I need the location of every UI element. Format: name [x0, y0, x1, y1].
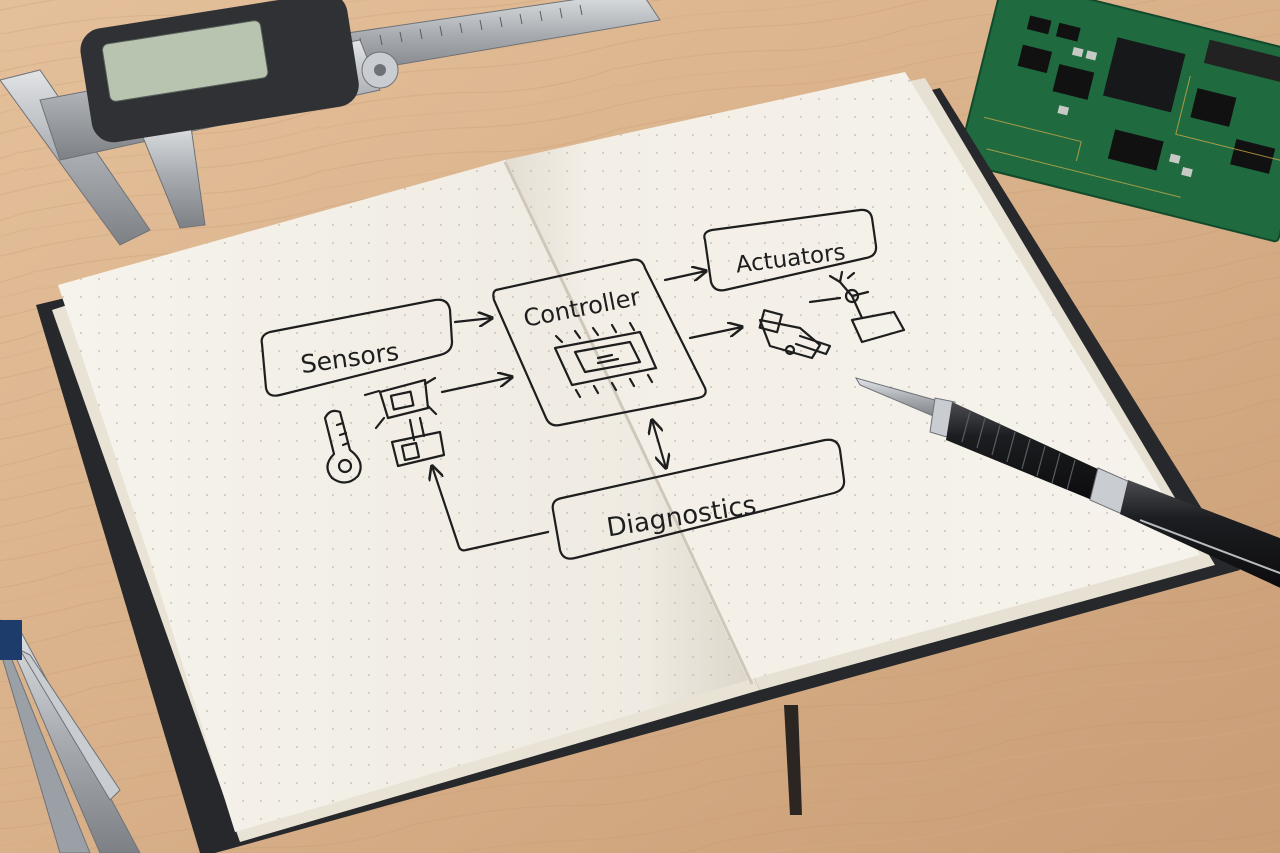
metal-pen-left: [0, 619, 141, 853]
notebook: [36, 72, 1240, 853]
hand-drawn-diagram: Sensors Controller Actuators Diagnostics: [260, 208, 906, 560]
thermometer-icon: [323, 409, 362, 484]
camera-sensor-icon: [363, 376, 438, 430]
robot-arm-icon: [808, 270, 906, 344]
arrow-diagnostics-to-sensors: [432, 466, 550, 552]
arrow-controller-diagnostics: [652, 420, 666, 468]
motor-icon: [758, 309, 832, 360]
arrow-sensor-icons-to-controller: [440, 377, 512, 394]
bookmark-ribbon: [784, 705, 802, 815]
circuit-board: [957, 0, 1280, 243]
microchip-icon: [553, 321, 658, 399]
caliper-display: [101, 20, 269, 102]
caliper: [0, 0, 661, 246]
arrow-sensors-to-controller: [453, 318, 492, 322]
battery-sensor-icon: [390, 416, 446, 468]
ballpoint-pen: [854, 377, 1280, 588]
arrow-controller-to-actuator-icons: [688, 327, 742, 340]
arrow-controller-to-actuators: [663, 271, 706, 280]
controller-node: Controller: [492, 258, 707, 427]
